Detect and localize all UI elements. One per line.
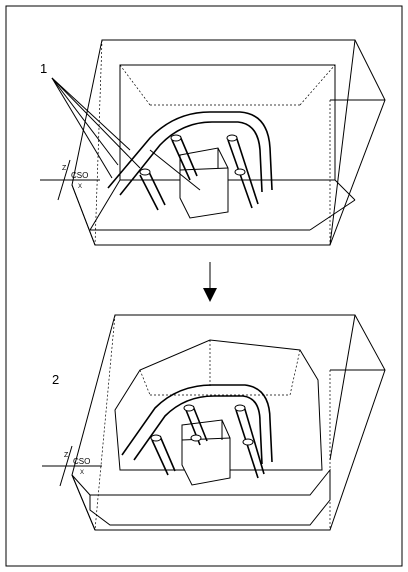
bottom-dome-cover	[114, 339, 323, 471]
svg-text:Z: Z	[64, 452, 69, 459]
top-mold-view: 1 Z CSO X	[40, 39, 386, 246]
top-coordinate-system: Z CSO X	[40, 159, 100, 201]
bottom-bent-tube-outer	[121, 384, 273, 463]
svg-text:X: X	[78, 184, 82, 190]
transition-arrow	[203, 262, 217, 302]
top-bent-tube-outer	[107, 111, 273, 191]
bottom-callout-label: 2	[52, 372, 59, 387]
top-bent-tube-inner	[119, 121, 263, 196]
svg-text:Z: Z	[62, 165, 67, 172]
svg-text:CSO: CSO	[71, 171, 88, 180]
top-callout-label: 1	[40, 61, 47, 76]
top-ejector-pins	[139, 134, 259, 211]
top-core-block	[179, 147, 229, 219]
figure-border	[5, 5, 403, 567]
bottom-outer-block	[71, 314, 386, 531]
bottom-ejector-pins	[150, 404, 265, 479]
bottom-core-block	[181, 419, 231, 486]
svg-text:CSO: CSO	[73, 457, 90, 466]
svg-text:X: X	[80, 470, 84, 476]
bottom-coordinate-system: Z CSO X	[42, 445, 102, 487]
top-callout-leaders	[51, 77, 201, 191]
bottom-base-plate	[89, 468, 331, 526]
bottom-bent-tube-inner	[133, 395, 263, 465]
bottom-mold-view: 2 Z CSO X	[42, 314, 386, 531]
